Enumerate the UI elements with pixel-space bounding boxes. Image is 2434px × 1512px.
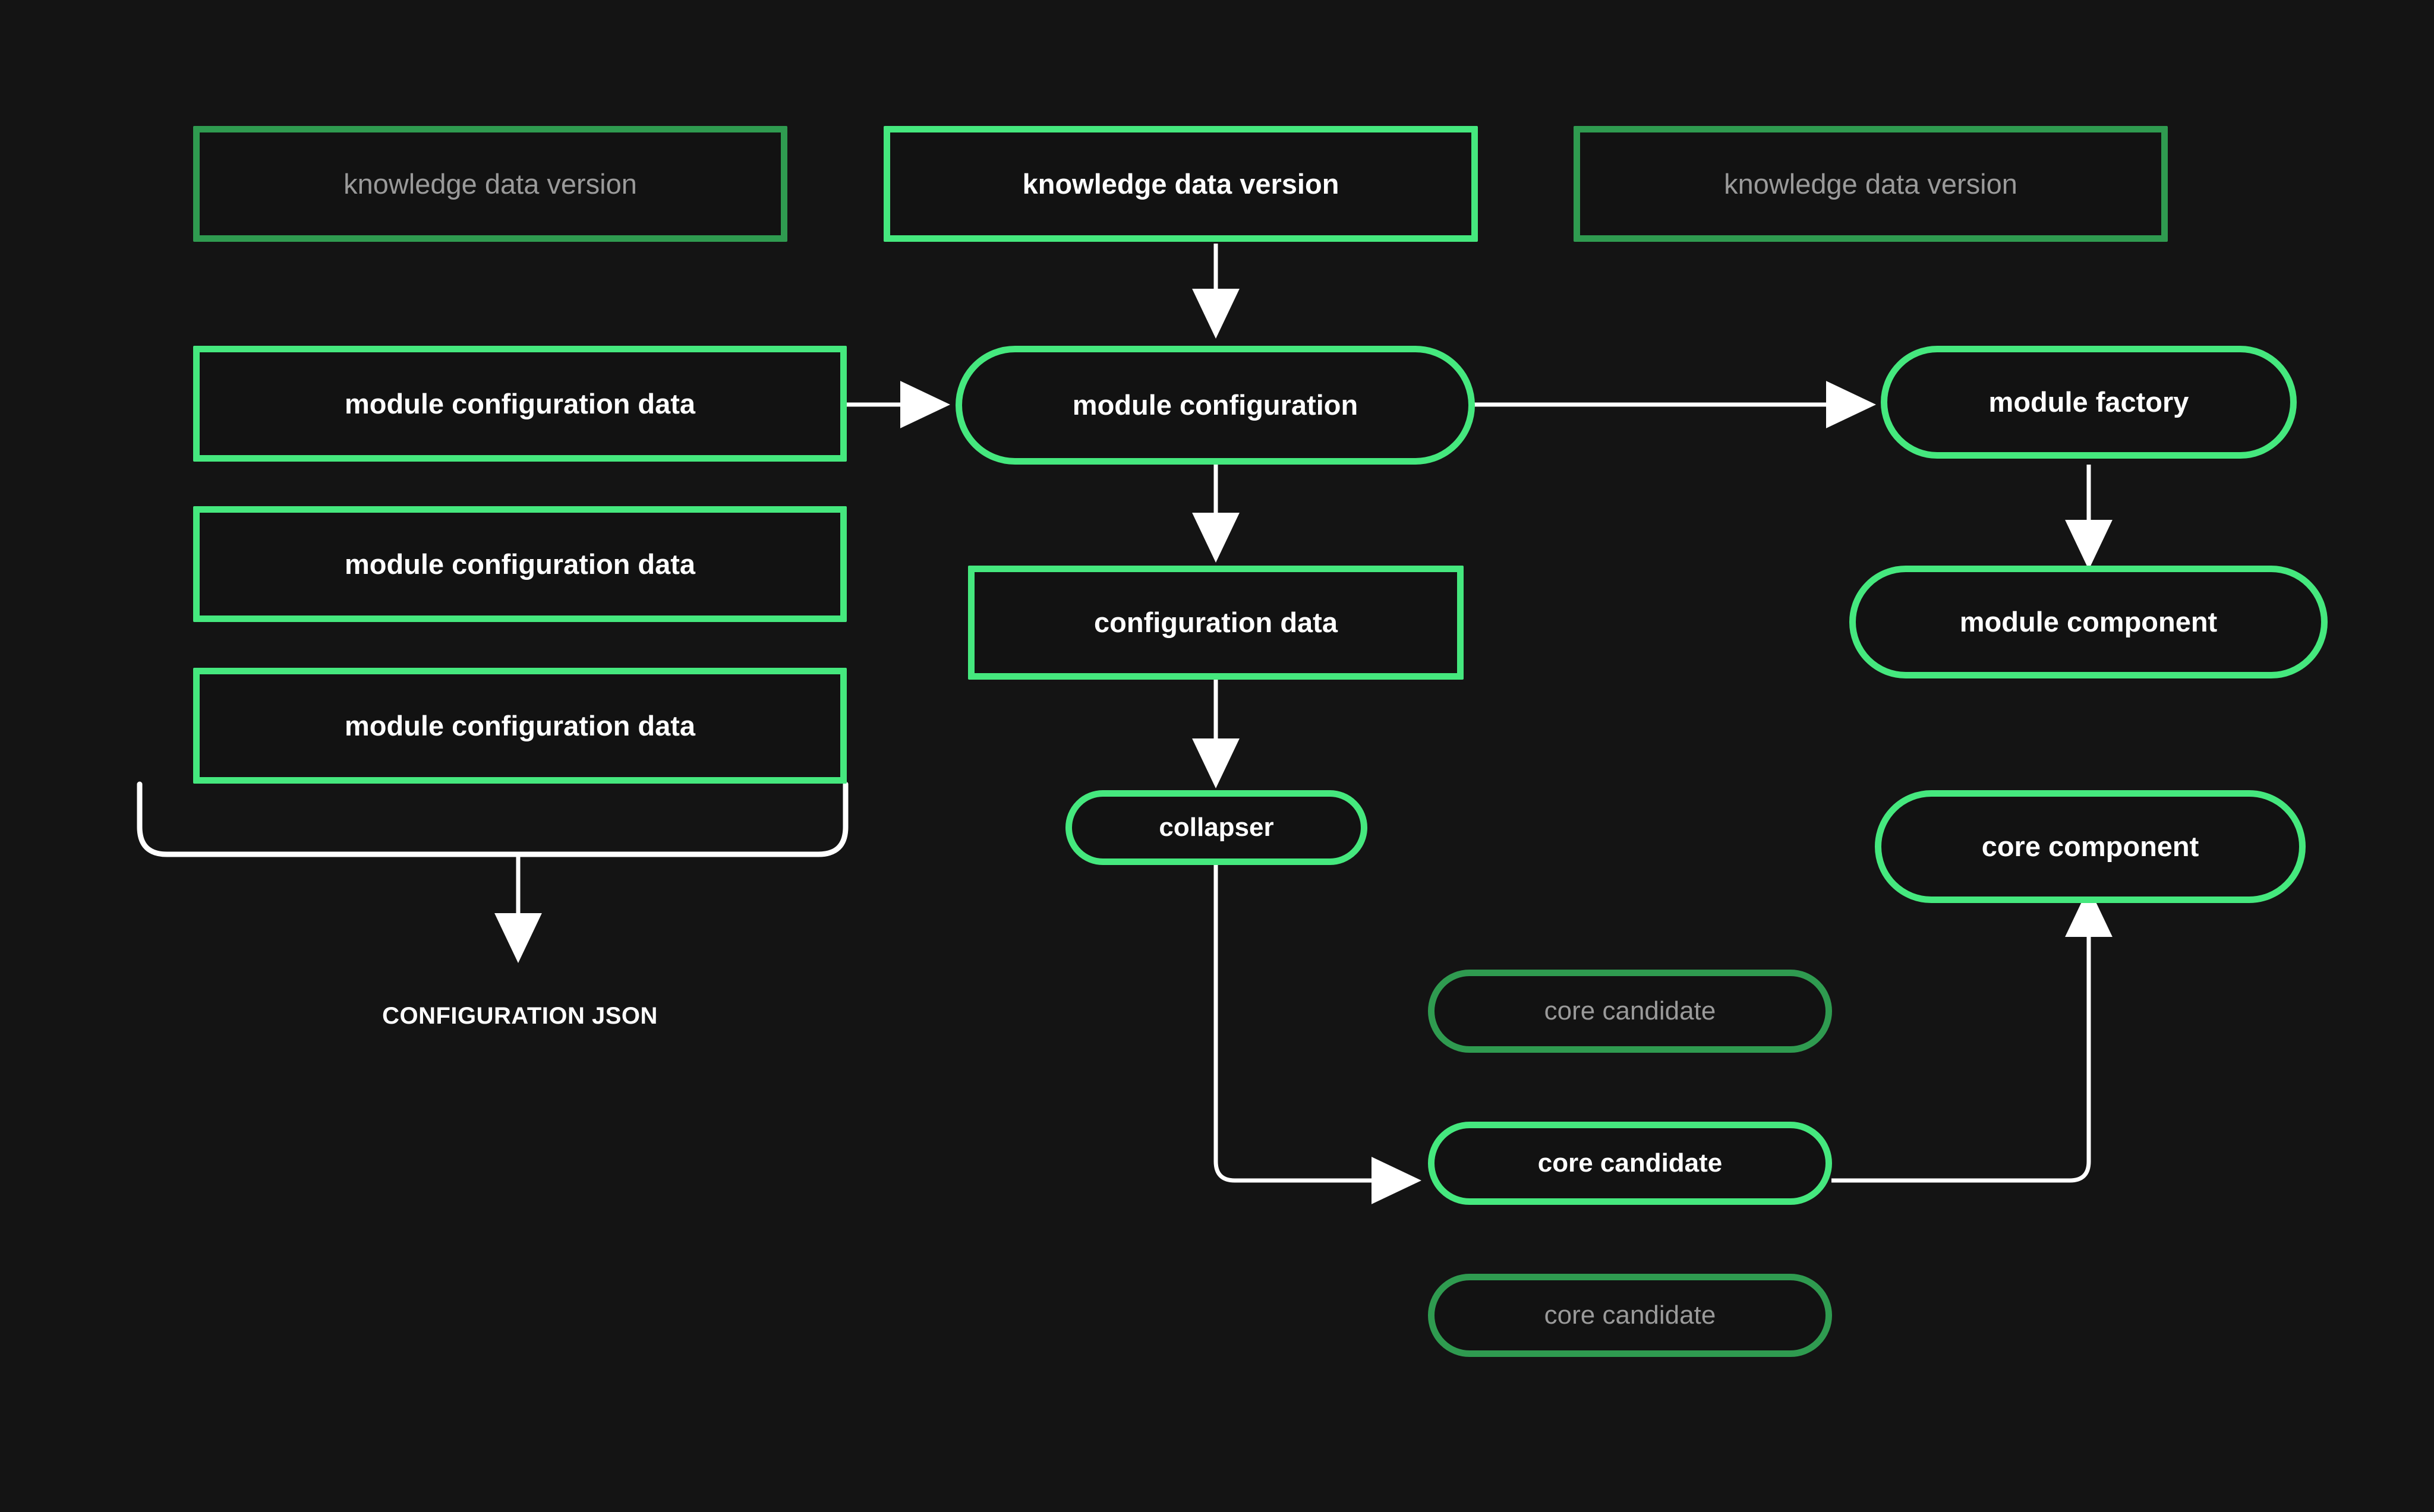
configuration-json-label: CONFIGURATION JSON [342, 1003, 698, 1030]
node-module-configuration[interactable]: module configuration [956, 346, 1475, 465]
node-label: collapser [1159, 812, 1274, 842]
node-configuration-data[interactable]: configuration data [968, 566, 1464, 680]
node-label: knowledge data version [1724, 168, 2017, 200]
node-module-factory[interactable]: module factory [1881, 346, 2297, 459]
group-brace [137, 781, 849, 857]
configuration-json-text: CONFIGURATION JSON [382, 1003, 658, 1029]
node-label: module configuration data [344, 387, 696, 419]
node-label: core candidate [1544, 996, 1716, 1025]
node-module-configuration-data-1[interactable]: module configuration data [193, 346, 847, 462]
node-label: core component [1981, 831, 2199, 863]
node-label: module component [1959, 606, 2218, 638]
node-core-component[interactable]: core component [1875, 790, 2306, 903]
node-collapser[interactable]: collapser [1065, 790, 1367, 865]
node-label: module configuration [1072, 389, 1358, 421]
node-label: module factory [1988, 386, 2189, 418]
node-core-candidate-3[interactable]: core candidate [1428, 1274, 1832, 1357]
node-module-configuration-data-2[interactable]: module configuration data [193, 506, 847, 622]
node-module-configuration-data-3[interactable]: module configuration data [193, 668, 847, 784]
node-core-candidate-2[interactable]: core candidate [1428, 1122, 1832, 1205]
node-label: knowledge data version [343, 168, 637, 200]
node-label: module configuration data [344, 548, 696, 580]
node-knowledge-data-version-left[interactable]: knowledge data version [193, 126, 787, 242]
node-label: core candidate [1544, 1300, 1716, 1330]
connector-core-candidate-to-core-component [1831, 887, 2113, 1183]
node-knowledge-data-version-center[interactable]: knowledge data version [884, 126, 1478, 242]
node-label: core candidate [1537, 1148, 1723, 1178]
node-knowledge-data-version-right[interactable]: knowledge data version [1574, 126, 2168, 242]
node-label: module configuration data [344, 709, 696, 741]
node-core-candidate-1[interactable]: core candidate [1428, 970, 1832, 1053]
connector-collapser-to-core-candidate [1213, 864, 1421, 1204]
node-label: configuration data [1094, 607, 1338, 639]
node-label: knowledge data version [1022, 168, 1339, 200]
node-module-component[interactable]: module component [1849, 566, 2328, 678]
